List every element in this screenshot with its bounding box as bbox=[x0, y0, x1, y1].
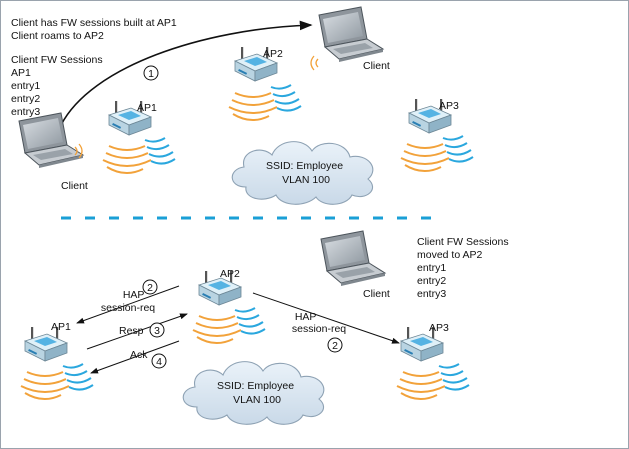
top-sessions-list: Client FW Sessions AP1 entry1 entry2 ent… bbox=[11, 54, 106, 118]
step-2-left-label: 2 bbox=[147, 282, 153, 294]
bottom-sessions-list: Client FW Sessions moved to AP2 entry1 e… bbox=[417, 236, 512, 300]
client-right-laptop-icon bbox=[318, 6, 384, 63]
top-scenario: Client has FW sessions built at AP1 Clie… bbox=[11, 6, 474, 205]
top-sessions-entry3: entry3 bbox=[11, 106, 40, 118]
hap-req-left-req: session-req bbox=[101, 302, 155, 314]
client-right-signal-icon bbox=[310, 55, 319, 71]
hap-req-arrow-to-ap3 bbox=[252, 292, 400, 344]
step-2-right-label: 2 bbox=[332, 340, 338, 352]
client-left-laptop-icon bbox=[18, 112, 84, 169]
top-ap2-label: AP2 bbox=[263, 48, 283, 60]
client-bottom-label: Client bbox=[363, 288, 390, 300]
bottom-cloud-icon bbox=[182, 361, 325, 425]
hap-req-arrow-to-ap1 bbox=[76, 285, 180, 324]
resp-label: Resp bbox=[119, 325, 144, 337]
bottom-ap1-label: AP1 bbox=[51, 321, 71, 333]
bottom-ap2-label: AP2 bbox=[220, 268, 240, 280]
top-cloud-ssid: SSID: Employee bbox=[266, 160, 343, 172]
bottom-sessions-entry2: entry2 bbox=[417, 275, 446, 287]
bottom-sessions-entry1: entry1 bbox=[417, 262, 446, 274]
hap-req-left-text: HAP session-req bbox=[101, 289, 155, 314]
ack-label: Ack bbox=[130, 349, 148, 361]
top-sessions-entry2: entry2 bbox=[11, 93, 40, 105]
step-1-label: 1 bbox=[148, 68, 154, 80]
resp-arrow-to-ap2 bbox=[86, 313, 188, 350]
top-ap1-waves-icon bbox=[102, 137, 176, 175]
top-caption-line-2: Client roams to AP2 bbox=[11, 30, 104, 42]
hap-req-right-text: HAP session-req bbox=[292, 311, 346, 335]
step-3-marker bbox=[149, 322, 165, 338]
step-2-left-marker bbox=[142, 279, 158, 295]
hap-req-right-hap: HAP bbox=[295, 311, 317, 323]
bottom-cloud-text: SSID: Employee VLAN 100 bbox=[217, 380, 297, 406]
step-3-label: 3 bbox=[154, 325, 160, 337]
client-bottom-laptop-icon bbox=[320, 230, 386, 287]
ack-arrow-to-ap1 bbox=[90, 340, 180, 374]
roam-arrow bbox=[60, 20, 313, 126]
client-left-label: Client bbox=[61, 180, 88, 192]
bottom-ap3-label: AP3 bbox=[429, 322, 449, 334]
bottom-cloud-ssid: SSID: Employee bbox=[217, 380, 294, 392]
bottom-sessions-title: Client FW Sessions bbox=[417, 236, 509, 248]
top-caption: Client has FW sessions built at AP1 Clie… bbox=[11, 17, 180, 42]
top-ap1-label: AP1 bbox=[137, 102, 157, 114]
step-4-label: 4 bbox=[156, 356, 162, 368]
top-sessions-entry1: entry1 bbox=[11, 80, 40, 92]
top-cloud-text: SSID: Employee VLAN 100 bbox=[266, 160, 346, 186]
bottom-ap1-waves-icon bbox=[20, 363, 94, 401]
top-caption-line-1: Client has FW sessions built at AP1 bbox=[11, 17, 177, 29]
step-2-right-marker bbox=[327, 337, 343, 353]
step-1-marker bbox=[143, 65, 159, 81]
top-ap3-label: AP3 bbox=[439, 100, 459, 112]
top-sessions-title: Client FW Sessions bbox=[11, 54, 103, 66]
bottom-ap3-waves-icon bbox=[396, 363, 470, 401]
client-right-label: Client bbox=[363, 60, 390, 72]
top-sessions-ap: AP1 bbox=[11, 67, 31, 79]
bottom-sessions-entry3: entry3 bbox=[417, 288, 446, 300]
hap-req-left-hap: HAP bbox=[123, 289, 145, 301]
top-cloud-vlan: VLAN 100 bbox=[282, 174, 330, 186]
top-ap2-waves-icon bbox=[228, 84, 302, 122]
top-cloud-icon bbox=[231, 141, 374, 205]
bottom-scenario: AP2 AP1 AP3 Client Client FW Sessions mo… bbox=[20, 230, 512, 425]
bottom-cloud-vlan: VLAN 100 bbox=[233, 394, 281, 406]
client-left-signal-icon bbox=[74, 143, 83, 159]
hap-req-right-req: session-req bbox=[292, 323, 346, 335]
bottom-ap2-waves-icon bbox=[192, 307, 266, 345]
bottom-sessions-moved: moved to AP2 bbox=[417, 249, 483, 261]
step-4-marker bbox=[151, 353, 167, 369]
top-ap3-waves-icon bbox=[400, 135, 474, 173]
